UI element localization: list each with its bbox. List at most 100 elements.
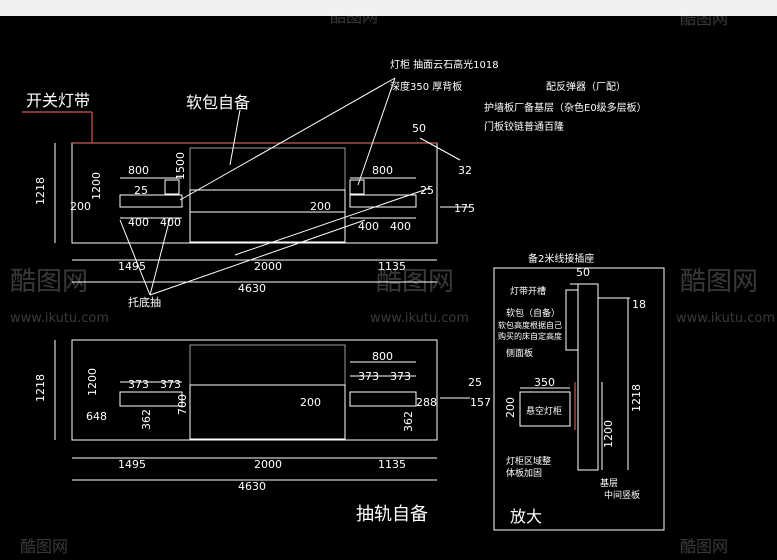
dim-200-mid-top: 200 [310, 200, 331, 213]
label-strip-slot: 灯带开槽 [510, 285, 546, 297]
enlarged-detail [493, 267, 665, 531]
top-right-box [349, 179, 365, 195]
detail-hanging-cabinet [519, 391, 571, 427]
dim-400-top-right-b: 400 [390, 220, 411, 233]
detail-dim-1200: 1200 [602, 420, 615, 448]
detail-wall-panel [577, 283, 599, 471]
watermark-bottom-right: 酷图网 [680, 537, 728, 556]
detail-frame [493, 267, 665, 531]
dim-1200-top: 1200 [90, 172, 103, 200]
cabinet-leader-c [234, 187, 431, 256]
label-cab-area-1: 灯柜区域整 [506, 455, 551, 467]
watermark-bottom-left: 酷图网 [20, 537, 68, 556]
window-top-strip [0, 0, 777, 16]
dim-1218-bottom: 1218 [34, 374, 47, 402]
dim-2000-bottom: 2000 [254, 458, 282, 471]
detail-dim-350: 350 [534, 376, 555, 389]
dim-373-bottom-right-b: 373 [390, 370, 411, 383]
dim-25-top-right: 25 [420, 184, 434, 197]
dim-25-top-left: 25 [134, 184, 148, 197]
dimension-numbers: 50 32 1218 200 1200 800 800 25 25 1500 2… [34, 122, 646, 493]
label-hanging-cabinet: 悬空灯柜 [526, 405, 562, 417]
dim-373-bottom-left-a: 373 [128, 378, 149, 391]
watermark-right-brand: 酷图网 [680, 267, 758, 297]
label-switch-light: 开关灯带 [26, 91, 90, 110]
dim-373-bottom-right-a: 373 [358, 370, 379, 383]
dim-362-right: 362 [402, 411, 415, 432]
label-soft-pack: 软包自备 [186, 93, 250, 112]
dim-700: 700 [176, 394, 189, 415]
tray-leader-right [149, 219, 366, 296]
dim-200-bottom: 200 [300, 396, 321, 409]
label-soft-note-1: 软包高度根据自己 [498, 320, 562, 330]
label-soft-pack-small: 软包（自备） [506, 307, 560, 319]
watermarks: 酷图网 酷图网 酷图网 www.ikutu.com 酷图网 www.ikutu.… [10, 7, 775, 556]
dim-2000-top: 2000 [254, 260, 282, 273]
dim-32: 32 [458, 164, 472, 177]
bottom-right-drawer [349, 391, 417, 407]
label-socket: 备2米线接插座 [528, 252, 594, 265]
dim-362-left: 362 [140, 409, 153, 430]
label-enlarge: 放大 [510, 507, 542, 526]
label-mid-panel: 中间竖板 [604, 489, 640, 501]
watermark-left-brand: 酷图网 [10, 267, 88, 297]
dim-373-bottom-left-b: 373 [160, 378, 181, 391]
top-right-tray-drawer [349, 194, 417, 208]
label-light-cabinet: 灯柜 抽面云石高光1018 [390, 58, 499, 71]
watermark-center-site: www.ikutu.com [370, 311, 469, 326]
dim-157: 157 [470, 396, 491, 409]
dim-1495-top: 1495 [118, 260, 146, 273]
top-soft-pack-panel [189, 147, 346, 191]
dim-1218-top: 1218 [34, 177, 47, 205]
text-labels: 开关灯带 软包自备 灯柜 抽面云石高光1018 深度350 厚背板 配反弹器（厂… [26, 58, 647, 526]
dim-4630-bottom: 4630 [238, 480, 266, 493]
label-hinge: 门板铰链普通百隆 [484, 120, 564, 133]
watermark-top-right: 酷图网 [680, 9, 728, 28]
dim-1135-bottom: 1135 [378, 458, 406, 471]
bottom-elevation [54, 339, 470, 481]
top-elevation [22, 77, 470, 296]
dim-800-top-right: 800 [372, 164, 393, 177]
dim-25-bottom: 25 [468, 376, 482, 389]
label-rebound: 配反弹器（厂配） [546, 80, 626, 93]
dim-175: 175 [454, 202, 475, 215]
bottom-soft-pack-panel [189, 344, 346, 386]
dim-400-top-right-a: 400 [358, 220, 379, 233]
watermark-top-center: 酷图网 [330, 7, 378, 26]
tray-leader-mid [149, 217, 171, 296]
cabinet-leader-a [179, 77, 396, 201]
dim-1500: 1500 [174, 152, 187, 180]
dim-288: 288 [416, 396, 437, 409]
watermark-right-site: www.ikutu.com [676, 311, 775, 326]
dim-4630-top: 4630 [238, 282, 266, 295]
detail-dim-200: 200 [504, 397, 517, 418]
label-tray-drawer: 托底抽 [128, 295, 161, 309]
dim-50-top: 50 [412, 122, 426, 135]
dim-648: 648 [86, 410, 107, 423]
bottom-left-drawer [119, 391, 183, 407]
label-soft-note-2: 购买的床自定高度 [498, 331, 562, 341]
dim-200-left-top: 200 [70, 200, 91, 213]
label-rail-self: 抽轨自备 [356, 504, 428, 525]
label-depth: 深度350 厚背板 [390, 80, 462, 93]
bottom-bed-area [189, 384, 346, 440]
dim-800-top-left: 800 [128, 164, 149, 177]
dim-1495-bottom: 1495 [118, 458, 146, 471]
watermark-left-site: www.ikutu.com [10, 311, 109, 326]
detail-dim-1218: 1218 [630, 384, 643, 412]
dim-1200-bottom: 1200 [86, 368, 99, 396]
detail-dim-50: 50 [576, 266, 590, 279]
label-cab-area-2: 体板加固 [506, 467, 542, 479]
soft-pack-leader [229, 109, 241, 166]
detail-dim-18: 18 [632, 298, 646, 311]
top-left-box [164, 179, 180, 195]
dim-800-bottom: 800 [372, 350, 393, 363]
label-side-panel: 侧面板 [506, 347, 533, 359]
top-bed-area [189, 189, 346, 243]
dim-400-top-left-b: 400 [160, 216, 181, 229]
cabinet-leader-b [357, 77, 396, 186]
label-panel: 护墙板厂备基层（杂色E0级多层板） [484, 101, 647, 114]
top-left-tray-drawer [119, 194, 183, 208]
